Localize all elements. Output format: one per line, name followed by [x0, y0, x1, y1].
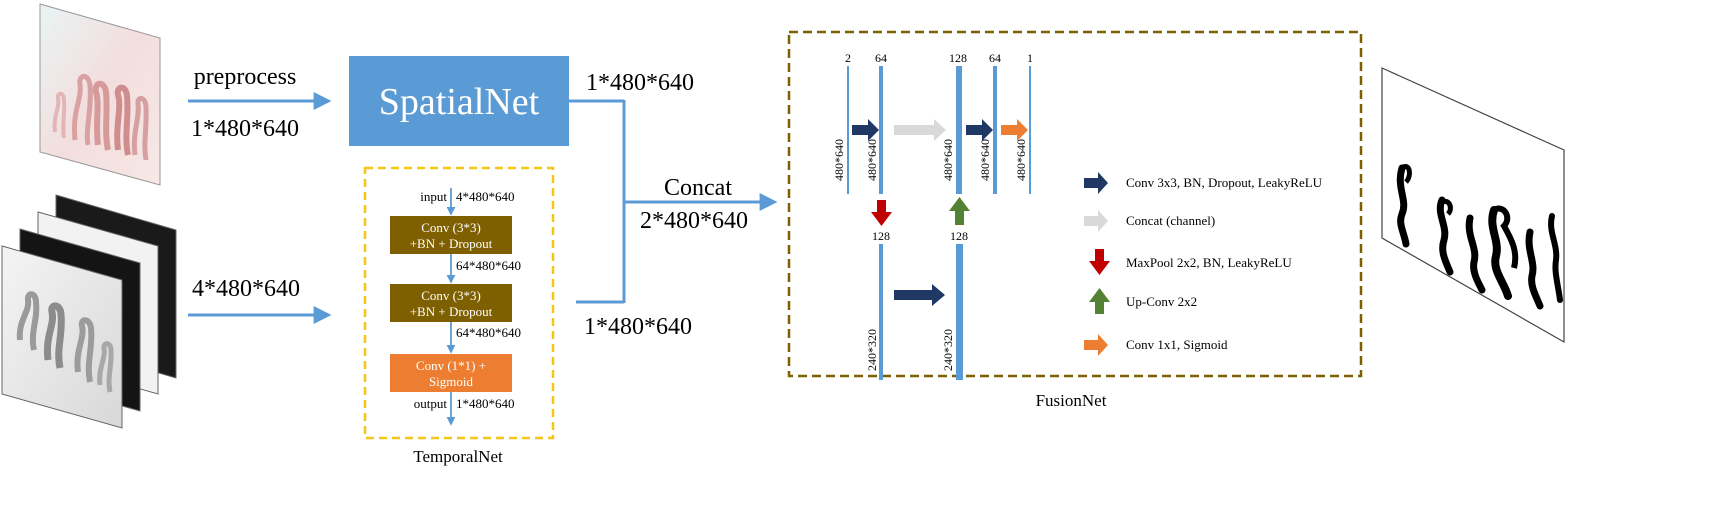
tn-block3-line2: Sigmoid	[429, 374, 474, 389]
net-upconv-arrow	[949, 197, 970, 225]
concat-arrow-icon	[1084, 210, 1108, 232]
rgb-input-image	[39, 3, 161, 186]
tn-block3-line1: Conv (1*1) +	[416, 358, 486, 373]
legend: Conv 3x3, BN, Dropout, LeakyReLU Concat …	[1084, 172, 1323, 356]
fmap-output	[1029, 66, 1031, 194]
tn-sigmoid-block	[390, 354, 512, 392]
spatialnet-block: SpatialNet	[349, 56, 569, 146]
fmap-input	[847, 66, 849, 194]
ch-label-64a: 64	[875, 51, 887, 65]
fusionnet-title: FusionNet	[1036, 391, 1107, 410]
tn-input-label: input	[420, 189, 447, 204]
legend-label-conv: Conv 3x3, BN, Dropout, LeakyReLU	[1126, 175, 1323, 190]
upconv-arrow-icon	[1089, 288, 1110, 314]
rgb-input-dims: 1*480*640	[191, 116, 299, 142]
res-label-5: 480*640	[1014, 139, 1028, 181]
spatialnet-output-dims: 1*480*640	[586, 70, 694, 96]
net-conv-arrow-1	[852, 119, 879, 141]
net-maxpool-arrow	[871, 200, 892, 226]
ch-label-64b: 64	[989, 51, 1001, 65]
ch-label-2: 2	[845, 51, 851, 65]
fmap-dec-64	[993, 66, 997, 194]
fmap-dec-128	[956, 66, 962, 194]
res-label-7: 240*320	[941, 329, 955, 371]
tn-input-dims: 4*480*640	[456, 189, 515, 204]
legend-item-maxpool: MaxPool 2x2, BN, LeakyReLU	[1089, 249, 1292, 275]
fmap-bottom-right	[956, 244, 963, 380]
tn-block2-line2: +BN + Dropout	[410, 304, 493, 319]
temporalnet-title: TemporalNet	[413, 447, 503, 466]
tn-mid2-dims: 64*480*640	[456, 325, 521, 340]
tn-block1-line2: +BN + Dropout	[410, 236, 493, 251]
concat-dims: 2*480*640	[640, 208, 748, 234]
legend-item-sigmoid: Conv 1x1, Sigmoid	[1084, 334, 1228, 356]
tn-output-label: output	[414, 396, 448, 411]
ch-label-128c: 128	[950, 229, 968, 243]
fmap-enc-64	[879, 66, 883, 194]
conv-arrow-icon	[1084, 172, 1108, 194]
res-label-1: 480*640	[832, 139, 846, 181]
net-conv-arrow-2	[966, 119, 993, 141]
temporalnet-container: TemporalNet input 4*480*640 Conv (3*3) +…	[363, 166, 555, 466]
ch-label-128a: 128	[949, 51, 967, 65]
net-concat-arrow	[894, 119, 946, 141]
tn-final-dims: 1*480*640	[456, 396, 515, 411]
legend-label-maxpool: MaxPool 2x2, BN, LeakyReLU	[1126, 255, 1292, 270]
res-label-2: 480*640	[865, 139, 879, 181]
sigmoid-arrow-icon	[1084, 334, 1108, 356]
net-sigmoid-arrow	[1001, 119, 1028, 141]
legend-item-concat: Concat (channel)	[1084, 210, 1215, 232]
temporal-input-stack	[1, 194, 177, 429]
tn-mid1-dims: 64*480*640	[456, 258, 521, 273]
spatialnet-label: SpatialNet	[379, 81, 540, 123]
maxpool-arrow-icon	[1089, 249, 1110, 275]
res-label-3: 480*640	[941, 139, 955, 181]
temporalnet-output-dims: 1*480*640	[584, 314, 692, 340]
legend-label-sigmoid: Conv 1x1, Sigmoid	[1126, 337, 1228, 352]
tn-block1-line1: Conv (3*3)	[421, 220, 481, 235]
fusionnet-container: FusionNet 2 64 128 64 1 128 128 480*640 …	[787, 30, 1363, 410]
ch-label-1: 1	[1027, 51, 1033, 65]
fmap-bottom-left	[879, 244, 883, 380]
res-label-4: 480*640	[978, 139, 992, 181]
legend-item-conv: Conv 3x3, BN, Dropout, LeakyReLU	[1084, 172, 1323, 194]
concat-label: Concat	[664, 175, 732, 201]
preprocess-label: preprocess	[194, 64, 297, 90]
res-label-6: 240*320	[865, 329, 879, 371]
tn-block2-line1: Conv (3*3)	[421, 288, 481, 303]
legend-label-upconv: Up-Conv 2x2	[1126, 294, 1197, 309]
legend-label-concat: Concat (channel)	[1126, 213, 1215, 228]
stack-input-dims: 4*480*640	[192, 276, 300, 302]
tn-conv-block-2	[390, 284, 512, 322]
legend-item-upconv: Up-Conv 2x2	[1089, 288, 1197, 314]
ch-label-128b: 128	[872, 229, 890, 243]
output-mask-image	[1381, 67, 1565, 344]
tn-conv-block-1	[390, 216, 512, 254]
net-conv-arrow-3	[894, 284, 945, 306]
